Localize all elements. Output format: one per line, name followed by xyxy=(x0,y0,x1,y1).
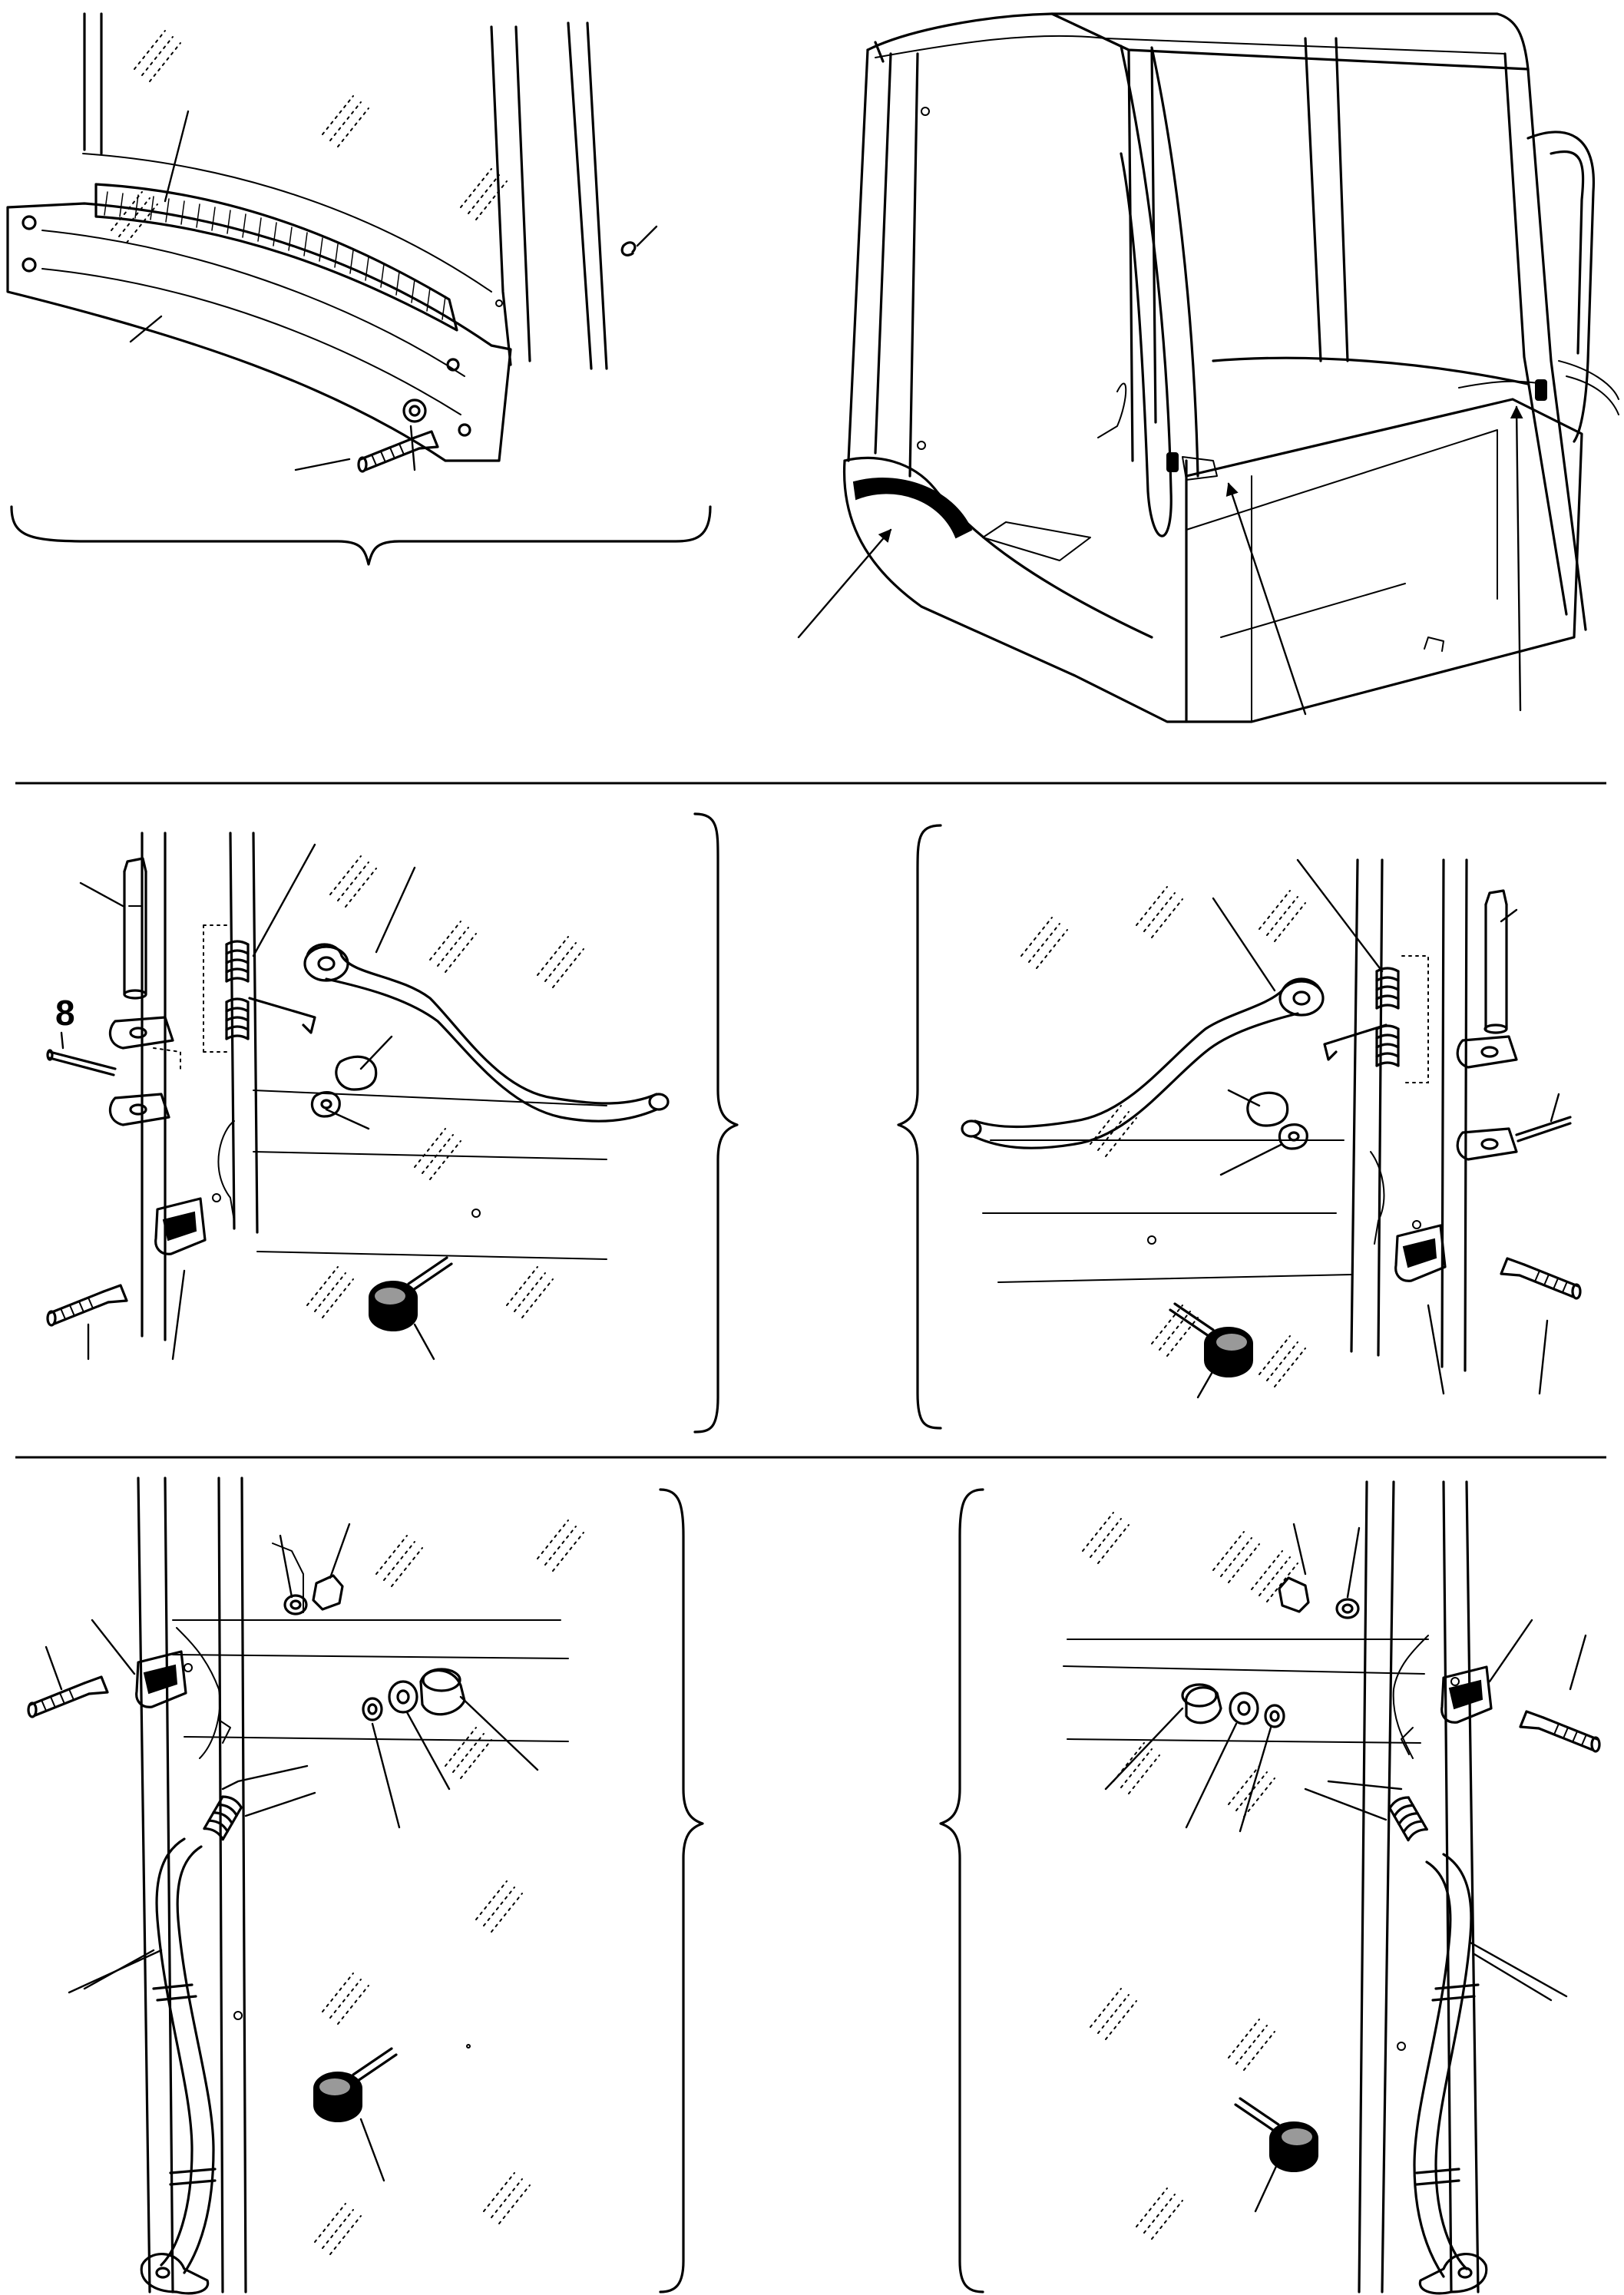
panel-latch-right xyxy=(897,824,1582,1430)
striker-bracket xyxy=(1394,1224,1447,1282)
leader-arrow-icon xyxy=(1510,405,1523,712)
latch-right xyxy=(1535,379,1547,401)
panel-grille-assembly xyxy=(6,12,712,566)
brace-icon xyxy=(939,1488,984,2293)
seal-strip xyxy=(852,478,973,539)
grab-handle xyxy=(1413,1853,1488,2295)
spring-icon xyxy=(203,1792,244,1841)
bolt-icon xyxy=(1519,1710,1601,1753)
leader-arrow-icon xyxy=(1225,482,1307,716)
knob-icon xyxy=(1234,2097,1320,2174)
striker-bracket xyxy=(1440,1665,1493,1724)
clip-icon xyxy=(620,241,637,256)
spring-icon xyxy=(1387,1793,1428,1842)
panel-handle-left xyxy=(27,1477,704,2295)
panel-latch-left: 8 xyxy=(46,812,739,1434)
striker-bracket xyxy=(154,1197,207,1255)
brace-icon xyxy=(10,505,712,566)
knob-icon xyxy=(367,1256,453,1333)
knob-icon xyxy=(312,2047,398,2124)
brace-icon xyxy=(897,824,942,1430)
grille-insert xyxy=(94,183,458,332)
bolt-icon xyxy=(46,1284,128,1327)
panel-handle-right xyxy=(939,1480,1601,2295)
hinge-pin xyxy=(123,857,147,1000)
handle-rod xyxy=(303,943,670,1123)
brace-icon xyxy=(693,812,739,1434)
bolt-icon xyxy=(1500,1257,1582,1300)
handle-rod xyxy=(961,977,1325,1149)
spring-icon xyxy=(225,997,250,1040)
callout-label: 8 xyxy=(55,993,75,1033)
leader-arrow-icon xyxy=(797,528,892,639)
trim-panel xyxy=(6,202,512,462)
panel-cab-overview xyxy=(797,12,1619,723)
striker-bracket xyxy=(135,1650,187,1708)
spring-icon xyxy=(225,940,250,983)
latch-left xyxy=(1166,452,1179,472)
hinge-pin xyxy=(1483,889,1508,1034)
grab-handle xyxy=(140,1837,217,2295)
knob-icon xyxy=(1169,1302,1255,1379)
brace-icon xyxy=(659,1488,704,2293)
panel-screw xyxy=(357,430,439,473)
bolt-icon xyxy=(27,1675,109,1718)
